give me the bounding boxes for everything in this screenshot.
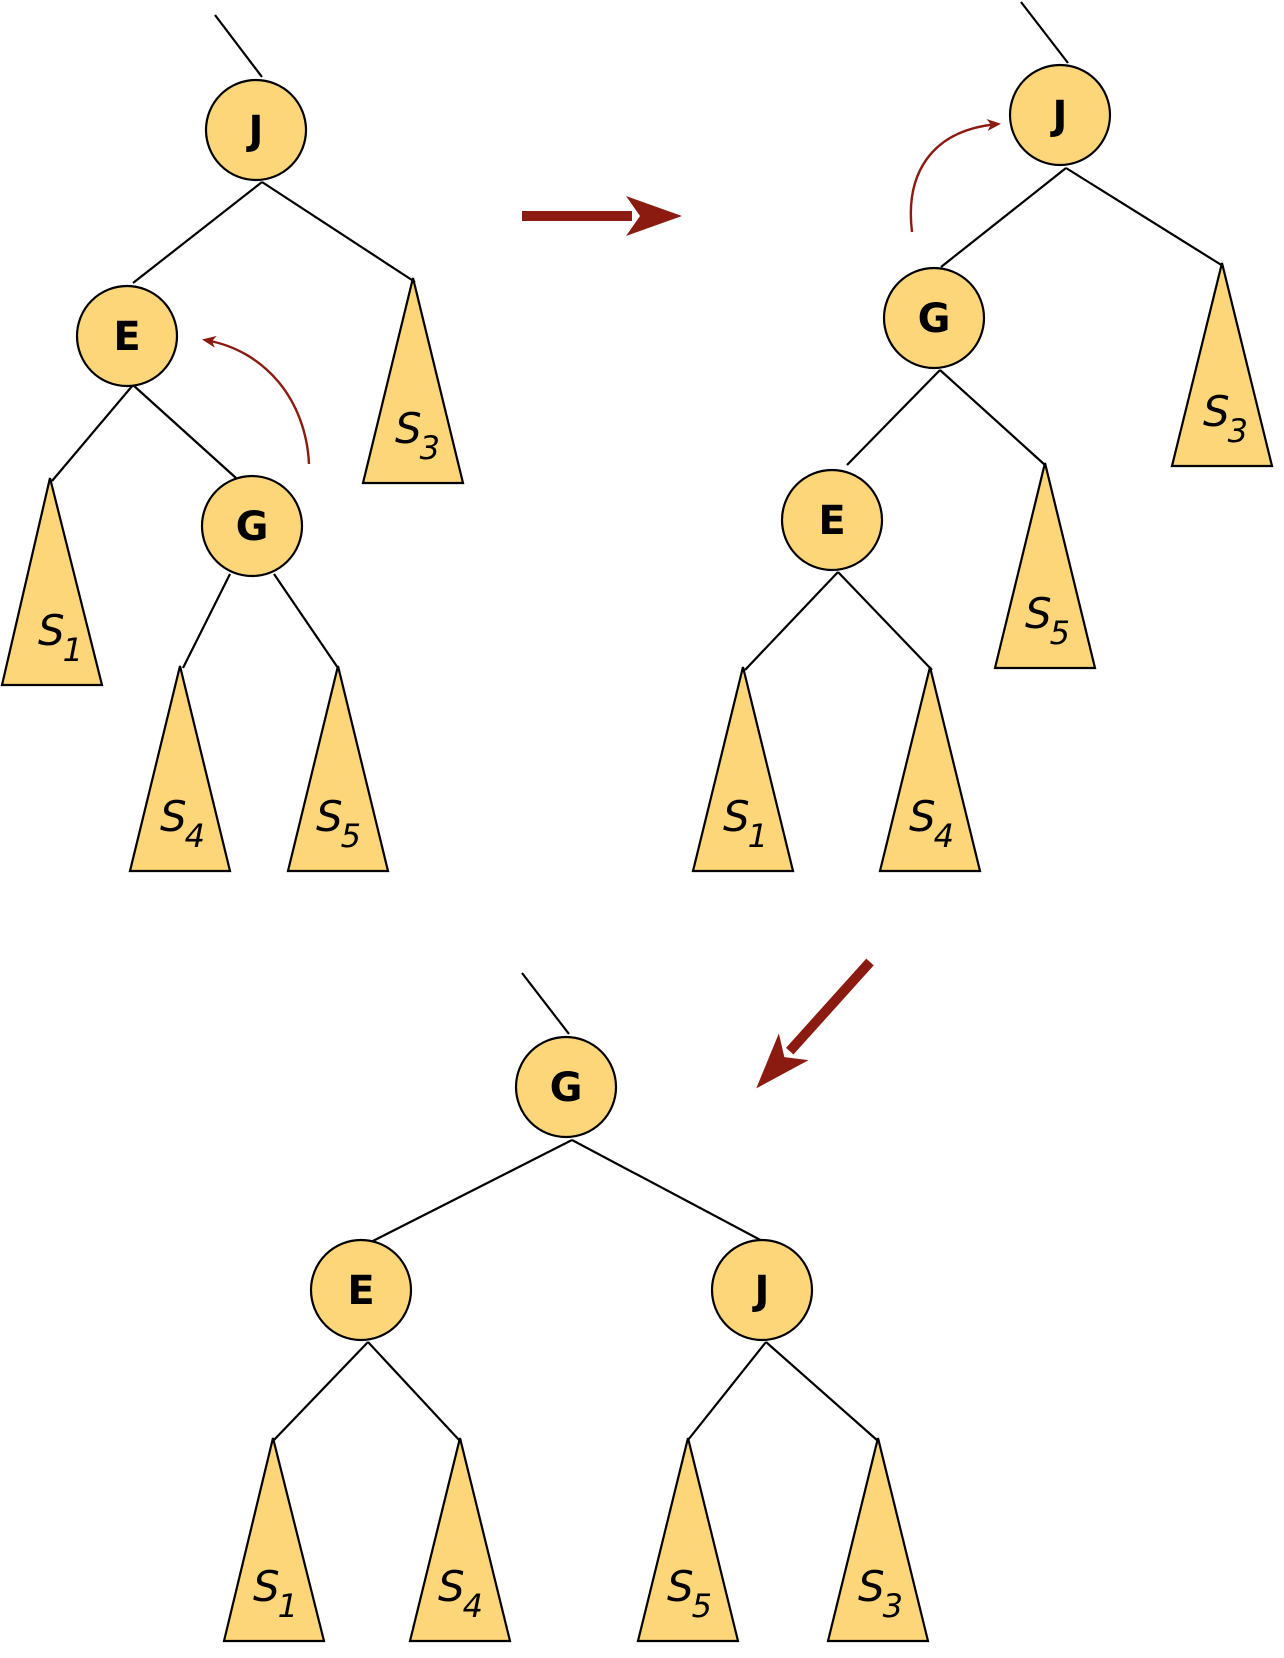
node-label: G (918, 296, 951, 342)
edge-e-to-s1 (51, 384, 134, 482)
subtree-s1: S1 (691, 666, 795, 873)
subtree-index: 3 (1228, 412, 1248, 450)
edge-j-to-g (940, 167, 1067, 268)
tree-node-g: G (882, 266, 986, 370)
subtree-s3: S3 (361, 277, 465, 485)
edge-e-to-s1 (272, 1341, 369, 1442)
stage-3-tree: G E J S1 S4 S5 S3 (222, 972, 930, 1643)
subtree-index: 1 (748, 817, 768, 855)
subtree-index: 4 (185, 817, 205, 855)
edge-e-to-s4 (367, 1341, 461, 1442)
subtree-index: 1 (63, 631, 83, 669)
rotation-arrow-icon (909, 118, 1001, 233)
svg-text:S1: S1 (723, 792, 768, 855)
edge-g-to-e (846, 369, 941, 466)
subtree-index: 4 (463, 1587, 483, 1625)
svg-text:S4: S4 (160, 792, 205, 855)
subtree-s1: S1 (0, 477, 104, 687)
tree-node-j: J (204, 78, 308, 182)
subtree-letter: S (395, 404, 422, 453)
edge-j-to-s3 (1065, 167, 1224, 267)
svg-text:S5: S5 (316, 792, 361, 855)
transition-arrow-right-icon (522, 196, 682, 236)
subtree-letter: S (909, 792, 936, 841)
edge-g-to-s4 (182, 573, 231, 669)
tree-node-j: J (1008, 63, 1112, 167)
svg-text:S4: S4 (438, 1562, 483, 1625)
tree-node-g: G (514, 1035, 618, 1139)
subtree-s5: S5 (286, 665, 390, 873)
edge-e-to-s1 (744, 571, 839, 671)
subtree-letter: S (316, 792, 343, 841)
subtree-letter: S (38, 606, 65, 655)
subtree-index: 5 (341, 817, 361, 855)
tree-node-e: E (780, 468, 884, 572)
node-label: E (113, 314, 140, 360)
tree-node-e: E (75, 284, 179, 388)
subtree-s5: S5 (636, 1437, 740, 1643)
subtree-index: 1 (278, 1587, 298, 1625)
tree-node-j: J (710, 1238, 814, 1342)
subtree-letter: S (1025, 589, 1052, 638)
subtree-s4: S4 (878, 666, 982, 873)
subtree-index: 3 (883, 1587, 903, 1625)
subtree-index: 5 (692, 1587, 712, 1625)
subtree-letter: S (858, 1562, 885, 1611)
subtree-s5: S5 (993, 462, 1097, 670)
edge-parent-to-j (1020, 1, 1069, 64)
transition-arrow-down-left-icon (756, 958, 874, 1089)
node-label: E (347, 1268, 374, 1314)
node-label: J (752, 1268, 770, 1314)
edge-j-to-e (132, 181, 263, 284)
edge-g-to-e (366, 1139, 573, 1245)
node-label: J (246, 108, 264, 154)
subtree-letter: S (160, 792, 187, 841)
edge-e-to-s4 (837, 571, 933, 671)
rotation-arrow-icon (202, 335, 311, 465)
stage-2-tree: J G E S3 S5 S1 S4 (691, 1, 1274, 873)
subtree-letter: S (1203, 387, 1230, 436)
subtree-s4: S4 (408, 1437, 512, 1643)
subtree-index: 5 (1050, 614, 1070, 652)
subtree-s4: S4 (128, 665, 232, 873)
edge-j-to-s3 (261, 181, 416, 283)
edge-g-to-s5 (939, 369, 1046, 466)
svg-text:S1: S1 (253, 1562, 298, 1625)
edge-j-to-s3 (765, 1341, 879, 1442)
stage-1-tree: J E G S1 S3 S4 S5 (0, 14, 465, 873)
svg-text:S1: S1 (38, 606, 83, 669)
edge-parent-to-g (521, 972, 570, 1035)
edge-g-to-s5 (273, 573, 339, 669)
node-label: E (818, 498, 845, 544)
subtree-letter: S (253, 1562, 280, 1611)
svg-text:S3: S3 (395, 404, 440, 467)
svg-text:S3: S3 (858, 1562, 903, 1625)
node-label: J (1050, 93, 1068, 139)
edge-g-to-j (571, 1139, 769, 1245)
svg-text:S5: S5 (1025, 589, 1070, 652)
tree-node-e: E (309, 1238, 413, 1342)
subtree-s1: S1 (222, 1437, 326, 1643)
edge-e-to-g (132, 384, 237, 479)
node-label: G (236, 504, 269, 550)
subtree-index: 3 (420, 429, 440, 467)
subtree-s3: S3 (1170, 262, 1274, 468)
subtree-s3: S3 (826, 1437, 930, 1643)
edge-parent-to-j (214, 14, 263, 78)
tree-node-g: G (200, 474, 304, 578)
edge-j-to-s5 (687, 1341, 767, 1441)
svg-text:S3: S3 (1203, 387, 1248, 450)
svg-text:S4: S4 (909, 792, 954, 855)
svg-text:S5: S5 (667, 1562, 712, 1625)
node-label: G (550, 1065, 583, 1111)
subtree-letter: S (723, 792, 750, 841)
subtree-letter: S (667, 1562, 694, 1611)
subtree-index: 4 (934, 817, 954, 855)
subtree-letter: S (438, 1562, 465, 1611)
